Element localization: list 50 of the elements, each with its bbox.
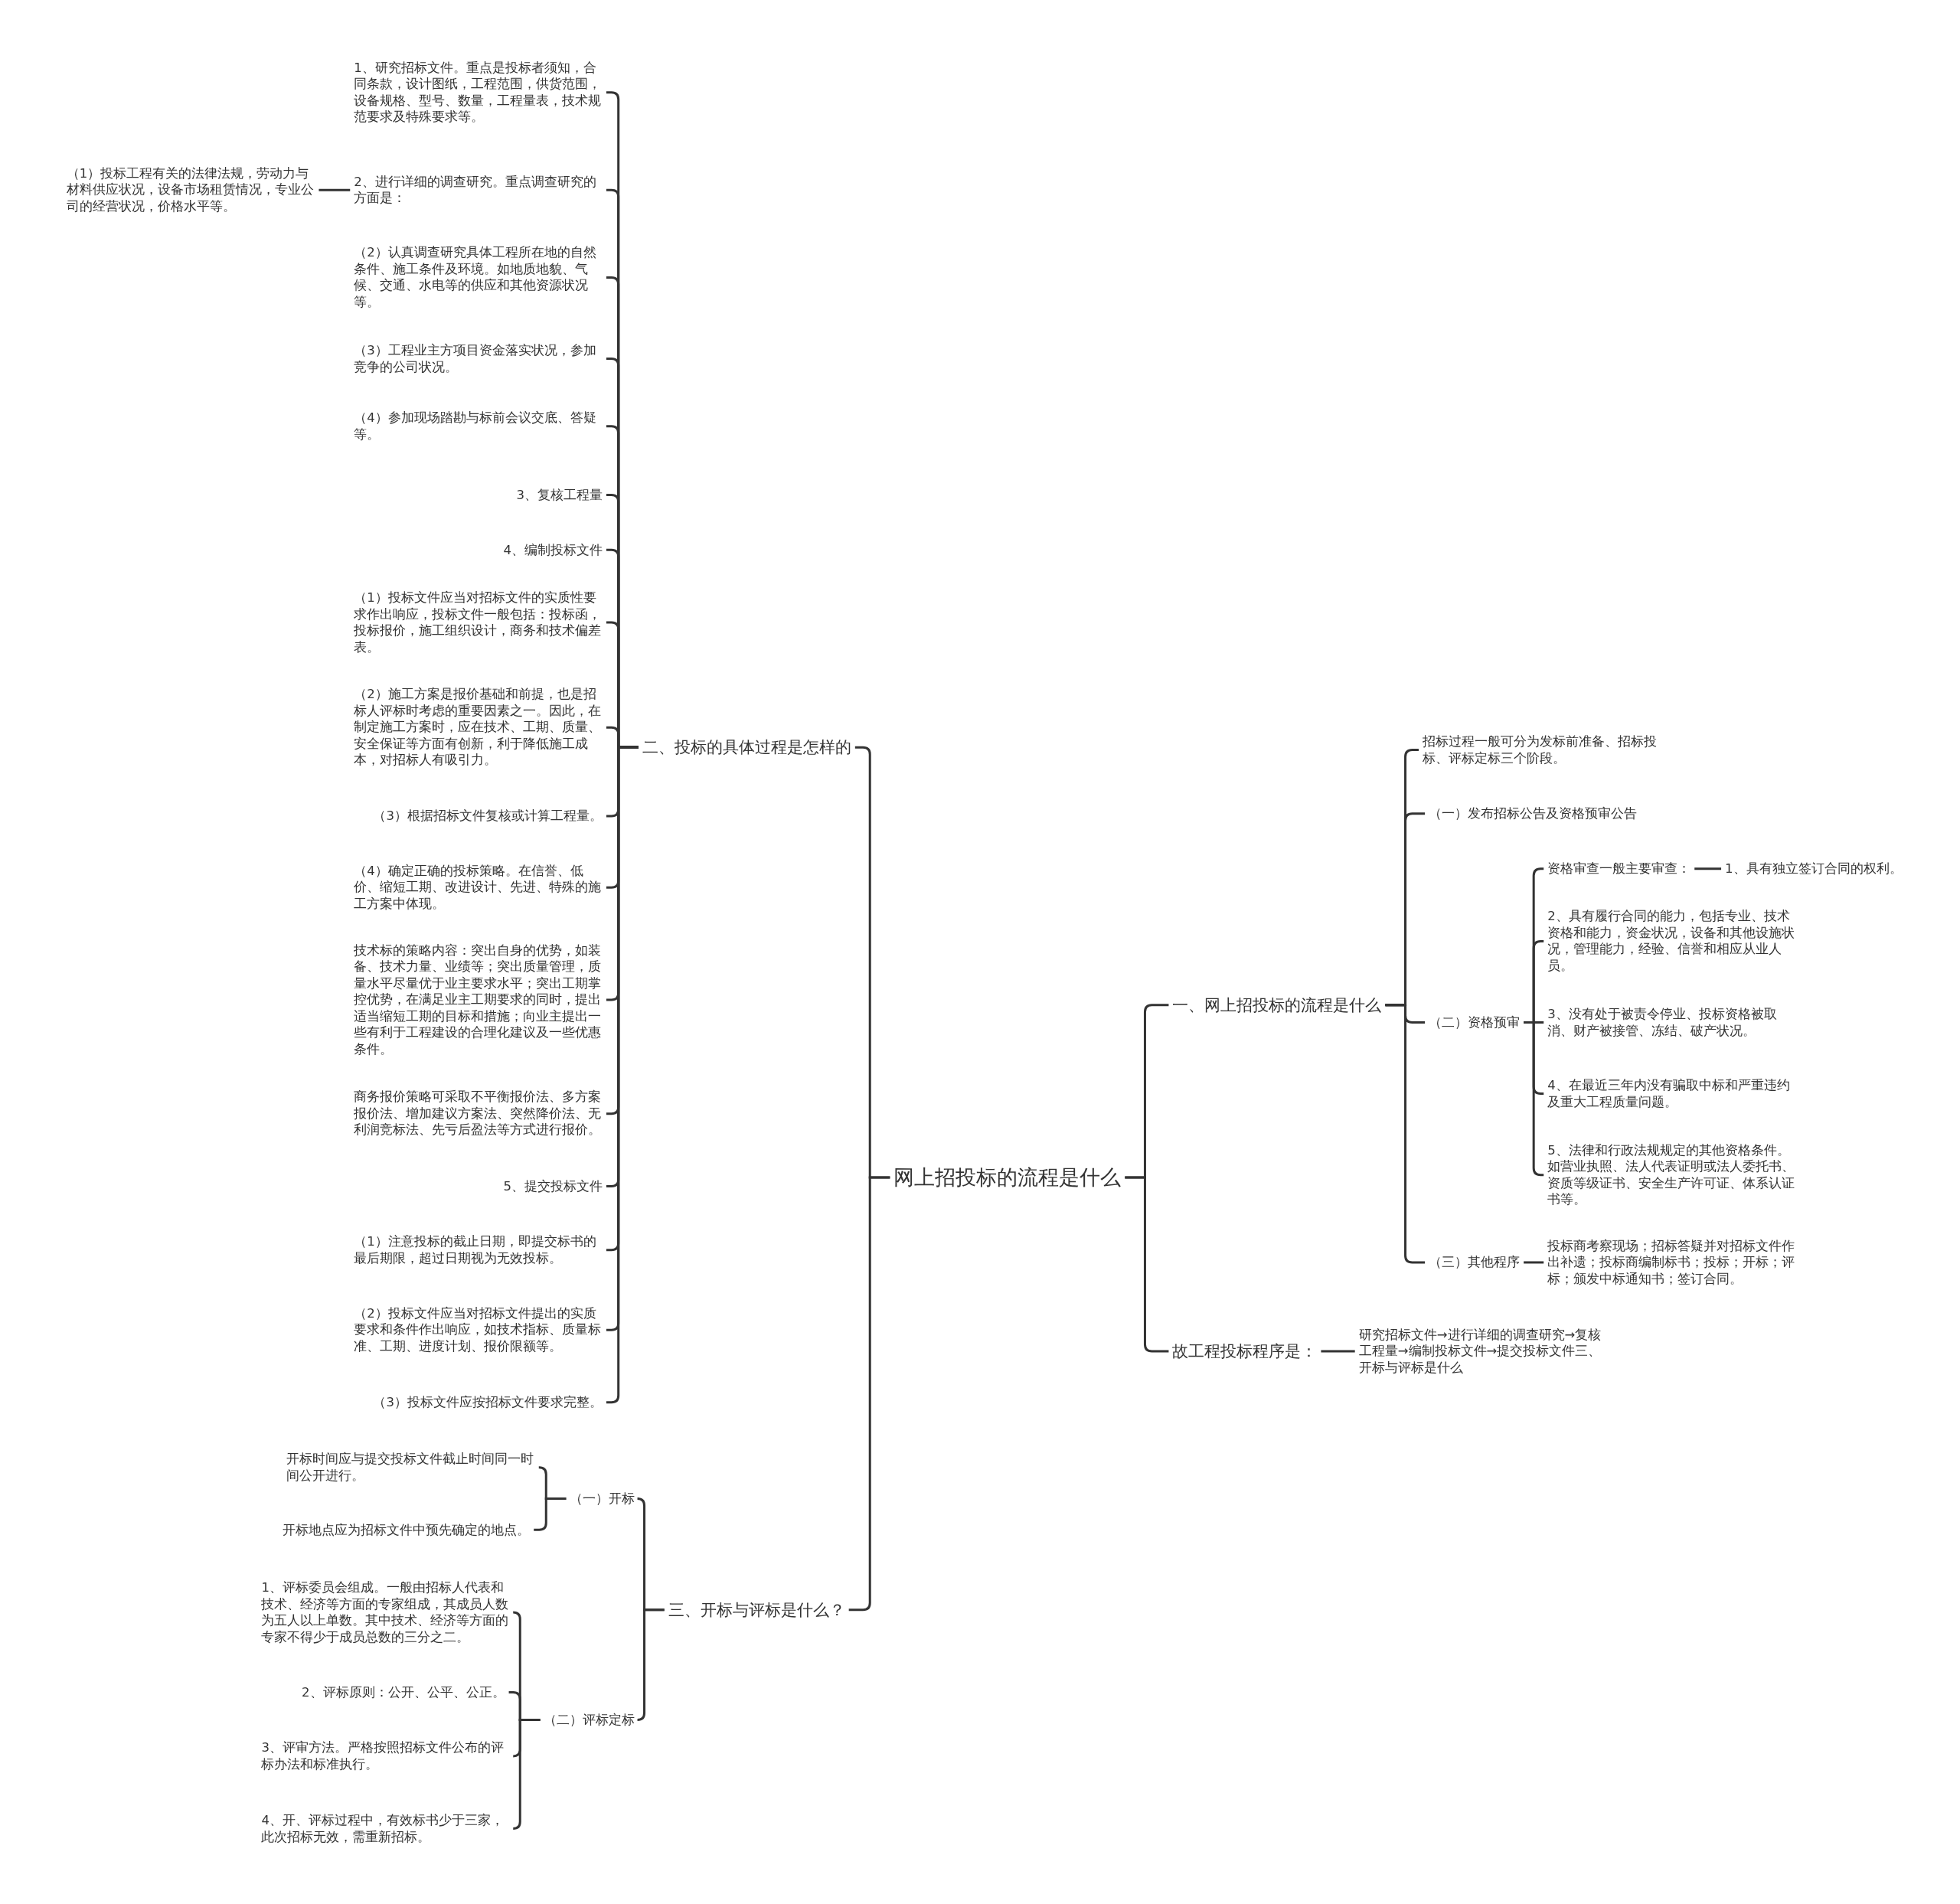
note-text: 投标商考察现场；招标答疑并对招标文件作出补遗；投标商编制标书；投标；开标；评标；颁发中标通知书；签订合同。: [1544, 1237, 1800, 1288]
note-text: 4、在最近三年内没有骗取中标和严重违约及重大工程质量问题。: [1544, 1077, 1800, 1111]
note-text: 5、提交投标文件: [499, 1177, 606, 1195]
note-text: 4、开、评标过程中，有效标书少于三家，此次招标无效，需重新招标。: [257, 1812, 514, 1846]
note-text: （2）认真调查研究具体工程所在地的自然条件、施工条件及环境。如地质地貌、气候、交通、水电等的供应和其他资源状况等。: [350, 244, 606, 311]
note-text: （4）确定正确的投标策略。在信誉、低价、缩短工期、改进设计、先进、特殊的施工方案中体现。: [350, 862, 606, 913]
note-text: （2）施工方案是报价基础和前提，也是招标人评标时考虑的重要因素之一。因此，在制定施工方案时，应在技术、工期、质量、安全保证等方面有创新，利于降低施工成本，对招标人有吸引力。: [350, 686, 606, 769]
branch-topic: 三、开标与评标是什么？: [664, 1599, 849, 1621]
subtopic-text: 资格审查一般主要审查：: [1544, 860, 1695, 877]
note-text: 3、复核工程量: [512, 486, 606, 504]
connector-line: [1694, 867, 1722, 870]
branch-topic: 故工程投标程序是：: [1168, 1340, 1321, 1362]
subtopic-text: 1、具有独立签订合同的权利。: [1721, 860, 1906, 877]
subtopic-text: （三）其他程序: [1425, 1254, 1524, 1271]
note-text: （2）投标文件应当对招标文件提出的实质要求和条件作出响应，如技术指标、质量标准、工期、进度计划、报价限额等。: [350, 1305, 606, 1355]
connector-line: [318, 188, 351, 191]
subtopic-text: （二）资格预审: [1425, 1014, 1524, 1031]
note-text: （1）投标工程有关的法律法规，劳动力与材料供应状况，设备市场租赁情况，专业公司的经营状况，价格水平等。: [62, 165, 319, 215]
note-text: 技术标的策略内容：突出自身的优势，如装备、技术力量、业绩等；突出质量管理，质量水平尽量优于业主要求水平；突出工期掌控优势，在满足业主工期要求的同时，提出适当缩短工期的目标和措施；向业主提出一些有利于工程建设的合理化建议及一些优惠条件。: [350, 942, 606, 1058]
note-text: （4）参加现场踏勘与标前会议交底、答疑等。: [350, 410, 606, 443]
note-text: 4、编制投标文件: [499, 541, 606, 559]
central-topic: 网上招投标的流程是什么: [890, 1164, 1125, 1190]
note-text: 招标过程一般可分为发标前准备、招标投标、评标定标三个阶段。: [1418, 733, 1684, 767]
subtopic-text: （一）开标: [566, 1490, 639, 1507]
note-text: 开标地点应为招标文件中预先确定的地点。: [279, 1521, 534, 1539]
note-text: 商务报价策略可采取不平衡报价法、多方案报价法、增加建议方案法、突然降价法、无利润竞标法、先亏后盈法等方式进行报价。: [350, 1089, 606, 1138]
note-text: 2、进行详细的调查研究。重点调查研究的方面是：: [350, 173, 606, 207]
connector-line: [636, 1608, 665, 1721]
note-text: （1）投标文件应当对招标文件的实质性要求作出响应，投标文件一般包括：投标函，投标报价，施工组织设计，商务和技术偏差表。: [350, 589, 606, 656]
note-text: 2、具有履行合同的能力，包括专业、技术资格和能力，资金状况，设备和其他设施状况，管理能力，经验、信誉和相应从业人员。: [1544, 908, 1800, 975]
branch-topic: 二、投标的具体过程是怎样的: [638, 736, 855, 759]
note-text: 5、法律和行政法规规定的其他资格条件。如营业执照、法人代表证明或法人委托书、资质等级证书、安全生产许可证、体系认证书等。: [1544, 1141, 1800, 1208]
note-text: 开标时间应与提交投标文件截止时间同一时间公开进行。: [283, 1451, 539, 1484]
connector-line: [1321, 1350, 1355, 1353]
note-text: 2、评标原则：公开、公平、公正。: [298, 1684, 509, 1701]
connector-line: [1524, 1261, 1544, 1264]
note-text: 1、研究招标文件。重点是投标者须知，合同条款，设计图纸，工程范围，供货范围，设备规格、型号、数量，工程量表，技术规范要求及特殊要求等。: [350, 59, 606, 126]
note-text: （3）投标文件应按招标文件要求完整。: [369, 1394, 606, 1411]
note-text: （3）工程业主方项目资金落实状况，参加竞争的公司状况。: [350, 342, 606, 376]
connector-line: [534, 1497, 567, 1531]
subtopic-text: （一）发布招标公告及资格预审公告: [1425, 805, 1642, 822]
note-text: （3）根据招标文件复核或计算工程量。: [369, 808, 606, 825]
note-text: 3、评审方法。严格按照招标文件公布的评标办法和标准执行。: [257, 1739, 514, 1773]
branch-topic: 一、网上招投标的流程是什么: [1168, 994, 1386, 1016]
note-text: 1、评标委员会组成。一般由招标人代表和技术、经济等方面的专家组成，其成员人数为五人以上单数。其中技术、经济等方面的专家不得少于成员总数的三分之二。: [257, 1579, 514, 1646]
note-text: 研究招标文件→进行详细的调查研究→复核工程量→编制投标文件→提交投标文件三、开标与评标是什么: [1354, 1326, 1612, 1377]
connector-line: [511, 1719, 541, 1831]
note-text: （1）注意投标的截止日期，即提交标书的最后期限，超过日期视为无效投标。: [350, 1233, 606, 1267]
note-text: 3、没有处于被责令停业、投标资格被取消、财产被接管、冻结、破产状况。: [1544, 1006, 1800, 1039]
subtopic-text: （二）评标定标: [540, 1711, 639, 1729]
